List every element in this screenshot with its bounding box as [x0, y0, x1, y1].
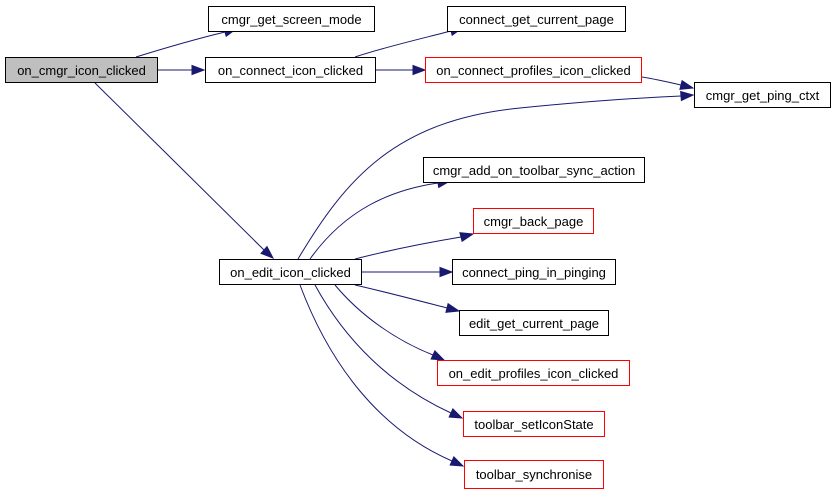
edge-line [354, 30, 452, 58]
edge-n3-n8 [354, 232, 475, 260]
edge-line [354, 236, 462, 260]
edge-line [354, 284, 448, 309]
arrowhead [459, 232, 475, 243]
edge-n3-n13 [299, 284, 465, 467]
edge-n3-n12 [314, 284, 464, 419]
arrowhead [680, 90, 695, 102]
edge-n0-n3 [94, 82, 275, 259]
edge-line [94, 82, 265, 251]
edge-line [334, 284, 434, 356]
edge-n3-n10 [354, 284, 461, 313]
node-cmgr-get-ping-ctxt[interactable]: cmgr_get_ping_ctxt [694, 82, 831, 108]
edge-n3-n7 [309, 177, 452, 260]
arrowhead [449, 456, 465, 467]
node-on-cmgr-icon-clicked[interactable]: on_cmgr_icon_clicked [5, 57, 158, 83]
arrowhead [439, 266, 454, 278]
arrowhead [679, 79, 695, 90]
edge-line [309, 182, 439, 260]
node-connect-get-current-page[interactable]: connect_get_current_page [447, 6, 626, 32]
node-toolbar-seticonstate[interactable]: toolbar_setIconState [463, 411, 605, 437]
edge-n0-n1 [135, 27, 238, 58]
edge-n3-n9 [362, 266, 454, 278]
edge-n2-n5 [376, 64, 427, 76]
node-edit-get-current-page[interactable]: edit_get_current_page [459, 310, 609, 336]
node-on-connect-profiles-icon-clicked[interactable]: on_connect_profiles_icon_clicked [425, 57, 642, 83]
arrowhead [430, 350, 446, 361]
edge-line [314, 284, 452, 414]
node-on-edit-profiles-icon-clicked[interactable]: on_edit_profiles_icon_clicked [437, 360, 630, 386]
edge-n3-n6 [297, 90, 695, 260]
node-on-connect-icon-clicked[interactable]: on_connect_icon_clicked [205, 57, 376, 83]
arrowhead [448, 408, 464, 419]
edge-line [297, 95, 682, 260]
edge-line [135, 31, 226, 58]
arrowhead [191, 64, 206, 76]
edge-n5-n6 [641, 76, 695, 90]
node-cmgr-get-screen-mode[interactable]: cmgr_get_screen_mode [208, 6, 375, 32]
node-toolbar-synchronise[interactable]: toolbar_synchronise [464, 460, 604, 489]
edge-line [299, 284, 453, 462]
node-on-edit-icon-clicked[interactable]: on_edit_icon_clicked [219, 259, 362, 285]
arrowhead [260, 245, 275, 259]
edge-line [641, 76, 682, 86]
node-cmgr-back-page[interactable]: cmgr_back_page [473, 208, 594, 234]
edge-n0-n2 [158, 64, 206, 76]
edge-n3-n11 [334, 284, 446, 361]
node-cmgr-add-on-toolbar-sync-action[interactable]: cmgr_add_on_toolbar_sync_action [423, 157, 645, 183]
node-connect-ping-in-pinging[interactable]: connect_ping_in_pinging [452, 259, 616, 285]
arrowhead [445, 302, 461, 313]
arrowhead [412, 64, 427, 76]
